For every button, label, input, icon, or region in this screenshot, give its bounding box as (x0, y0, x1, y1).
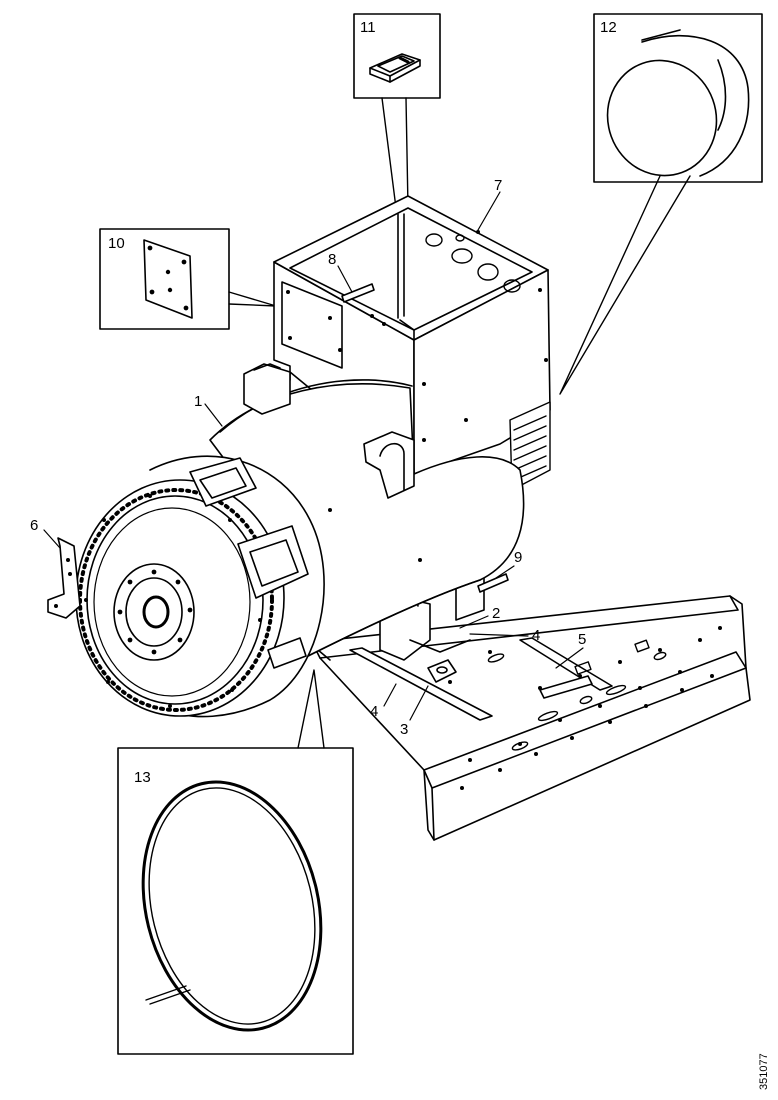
pad-part-drawing (369, 53, 421, 83)
detail-box-11 (353, 13, 441, 99)
cap-part-drawing (606, 29, 750, 177)
generator-body (75, 363, 525, 718)
callout-12: 12 (600, 19, 617, 36)
callout-9: 9 (514, 549, 523, 566)
callout-leaders (43, 191, 584, 721)
callout-2: 2 (492, 605, 501, 622)
callout-4-right: 4 (532, 627, 541, 644)
plate-part-drawing (143, 239, 193, 319)
detail-box-10 (99, 228, 230, 330)
seal-ring-part-drawing (141, 780, 323, 1032)
drawing-reference-number: 351077 (758, 1053, 770, 1090)
bracket-part-6 (47, 537, 81, 619)
callout-4-left: 4 (370, 703, 379, 720)
detail-box-13 (117, 747, 354, 1055)
callout-3: 3 (400, 721, 409, 738)
callout-11: 11 (360, 19, 376, 36)
callout-6: 6 (30, 517, 39, 534)
callout-5: 5 (578, 631, 587, 648)
detail-box-12 (593, 13, 763, 183)
callout-13: 13 (134, 769, 151, 786)
callout-1: 1 (194, 393, 203, 410)
callout-8: 8 (328, 251, 337, 268)
callout-10: 10 (108, 235, 125, 252)
callout-7: 7 (494, 177, 503, 194)
